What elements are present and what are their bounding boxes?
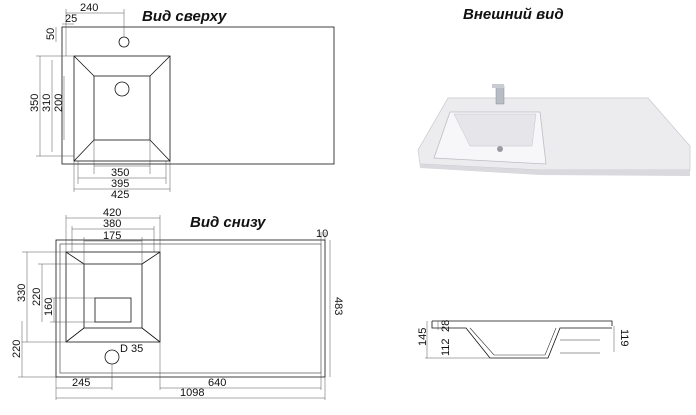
bottom-view-inner-rim bbox=[59, 243, 322, 374]
section-slab-top bbox=[432, 320, 613, 326]
dim-10: 10 bbox=[316, 228, 328, 240]
bottom-view-outline bbox=[55, 239, 326, 378]
dim-640: 640 bbox=[208, 377, 226, 389]
bottom-view-basin-outer bbox=[65, 251, 161, 343]
dim-245: 245 bbox=[72, 377, 90, 389]
exterior-view: Внешний вид bbox=[417, 6, 691, 176]
dim-145: 145 bbox=[417, 328, 429, 346]
dim-425: 425 bbox=[111, 189, 129, 201]
top-view-title: Вид сверху bbox=[142, 8, 227, 25]
dim-483: 483 bbox=[332, 297, 344, 315]
bottom-view-drain-box bbox=[94, 297, 132, 323]
dim-1098: 1098 bbox=[180, 387, 204, 399]
bottom-view: Вид снизу D 35 420 380 175 10 bbox=[11, 207, 344, 400]
dim-330: 330 bbox=[16, 284, 28, 302]
dim-160: 160 bbox=[43, 298, 55, 316]
bottom-view-title: Вид снизу bbox=[190, 214, 266, 231]
top-view-basin-inner bbox=[93, 75, 151, 141]
bottom-view-basin-inner bbox=[83, 263, 143, 329]
dim-200: 200 bbox=[53, 94, 65, 112]
top-view-drain-hole bbox=[114, 81, 130, 97]
top-view-basin-outer bbox=[73, 55, 171, 162]
dim-420: 420 bbox=[103, 207, 121, 219]
top-view-outline bbox=[61, 26, 335, 165]
exterior-drain bbox=[497, 146, 503, 152]
dim-395: 395 bbox=[111, 178, 129, 190]
top-view-faucet-hole bbox=[118, 36, 130, 48]
dim-220-upper: 220 bbox=[31, 288, 43, 306]
top-view: Вид сверху 240 25 50 350 310 200 bbox=[29, 2, 335, 201]
exterior-view-title: Внешний вид bbox=[463, 6, 564, 23]
dim-380: 380 bbox=[103, 218, 121, 230]
dim-310: 310 bbox=[41, 94, 53, 112]
dim-350-vertical: 350 bbox=[29, 94, 41, 112]
bottom-view-overflow-hole bbox=[104, 349, 120, 365]
dim-240: 240 bbox=[80, 2, 98, 14]
dim-28: 28 bbox=[440, 320, 452, 332]
dim-112: 112 bbox=[440, 338, 452, 356]
dim-50: 50 bbox=[45, 28, 57, 40]
section-view: 145 28 112 119 bbox=[417, 320, 630, 359]
dim-175: 175 bbox=[103, 230, 121, 242]
dim-220-lower: 220 bbox=[11, 340, 23, 358]
exterior-faucet bbox=[495, 85, 505, 105]
dim-drain-d35: D 35 bbox=[120, 343, 143, 355]
dim-119: 119 bbox=[618, 329, 630, 347]
dim-350-horizontal: 350 bbox=[111, 167, 129, 179]
section-profile bbox=[431, 321, 612, 359]
dim-25: 25 bbox=[65, 13, 77, 25]
